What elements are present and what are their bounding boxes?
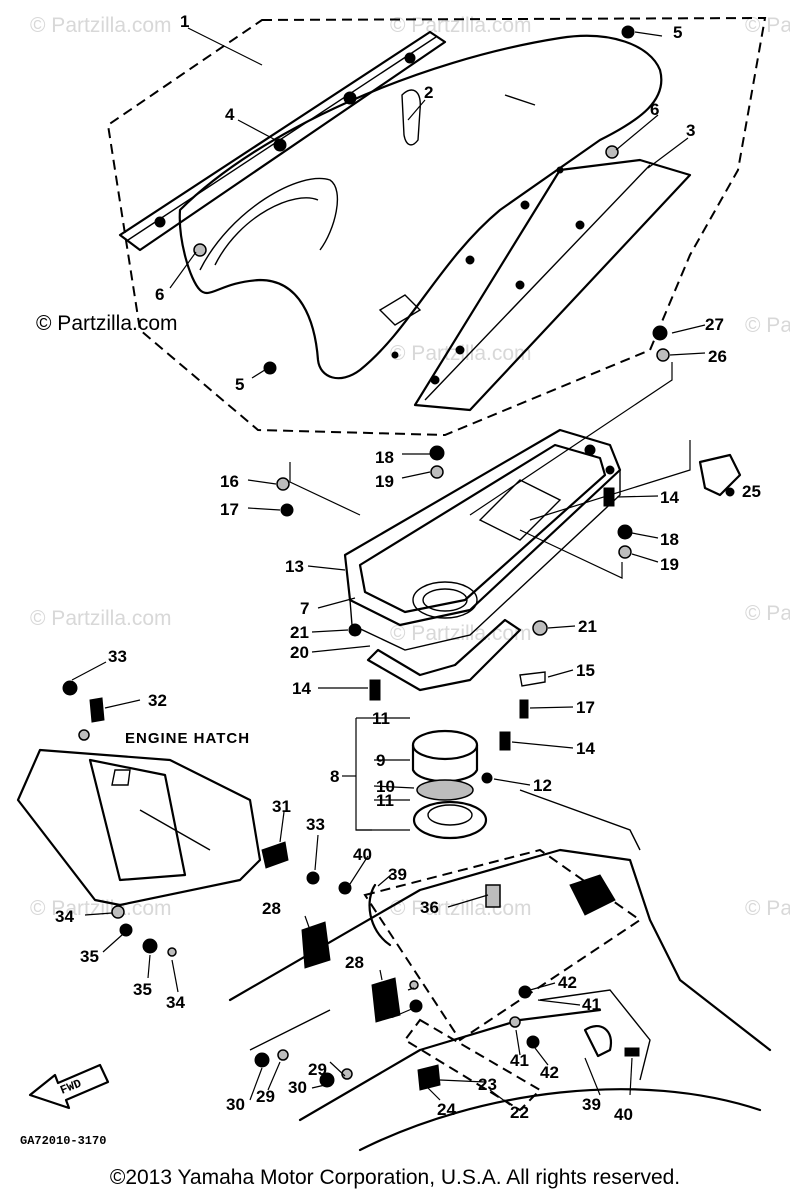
callout: 29 [308,1060,327,1079]
callout: 9 [376,751,385,770]
callout: 33 [108,647,127,666]
latch [698,453,742,497]
callout: 41 [510,1051,529,1070]
engine-hatch-label: ENGINE HATCH [125,730,250,747]
callout: 20 [290,643,309,662]
watermark: © Partzilla.com [745,897,790,920]
callout: 42 [540,1063,559,1082]
callout: 40 [614,1105,633,1124]
callout: 18 [375,448,394,467]
callout: 19 [660,555,679,574]
callout: 16 [220,472,239,491]
callout: 35 [133,980,152,999]
callout: 42 [558,973,577,992]
callout: 32 [148,691,167,710]
watermark: © Partzilla.com [745,314,790,337]
callout: 36 [420,898,439,917]
callout: 10 [376,777,395,796]
callout: 25 [742,482,761,501]
callout: 11 [372,709,390,728]
callout: 17 [576,698,595,717]
washer [605,145,619,159]
watermark-layer: © Partzilla.com © Partzilla.com © Partzi… [30,14,790,920]
watermark: © Partzilla.com [390,897,532,920]
callout: 29 [256,1087,275,1106]
trim-strip [118,30,447,252]
callout: 6 [155,285,164,304]
callout: 3 [686,121,695,140]
diagram-code: GA72010-3170 [20,1134,106,1148]
callout-labels: 1 2 3 4 5 5 6 6 27 26 18 19 16 17 14 25 … [55,12,761,1124]
callout: 22 [510,1103,529,1122]
callout: 6 [650,100,659,119]
callout: 14 [292,679,311,698]
callout: 38 [377,1003,396,1022]
washer [193,243,207,257]
callout: 2 [424,83,433,102]
callout: 31 [272,797,291,816]
callout: 23 [478,1075,497,1094]
watermark: © Partzilla.com [30,14,172,37]
seat-skirt [413,158,692,412]
callout: 28 [262,899,281,918]
callout: 34 [166,993,185,1012]
callout: 28 [345,953,364,972]
watermark-dark: © Partzilla.com [36,312,178,335]
callout: 27 [705,315,724,334]
watermark: © Partzilla.com [390,14,532,37]
watermark: © Partzilla.com [745,602,790,625]
callout: 39 [388,865,407,884]
callout: 30 [226,1095,245,1114]
callout: 11 [376,791,394,810]
lower-hardware [254,874,640,1091]
copyright-notice: ©2013 Yamaha Motor Corporation, U.S.A. A… [109,1166,681,1189]
callout: 34 [55,907,74,926]
callout: 21 [290,623,309,642]
screw [621,25,635,39]
callout: 13 [285,557,304,576]
gasket [366,618,522,692]
callout: 8 [330,767,339,786]
hatch-hardware [62,680,320,957]
callout: 17 [220,500,239,519]
callout: 5 [673,23,682,42]
callout: 40 [353,845,372,864]
callout: 18 [660,530,679,549]
watermark: © Partzilla.com [30,607,172,630]
callout: 37 [377,982,396,1001]
front-direction-arrow: FWD [28,1063,110,1110]
watermark: © Partzilla.com [390,622,532,645]
callout: 35 [80,947,99,966]
leader-lines [71,27,706,1106]
callout: 14 [660,488,679,507]
callout: 1 [180,12,189,31]
hull-deck [228,789,772,1152]
callout: 15 [576,661,595,680]
callout: 12 [533,776,552,795]
watermark: © Partzilla.com [745,14,790,37]
engine-hatch: ENGINE HATCH [16,730,262,907]
callout: 14 [576,739,595,758]
callout: 41 [582,995,601,1014]
screw [263,361,277,375]
callout: 5 [235,375,244,394]
callout: 7 [300,599,309,618]
callout: 24 [437,1100,456,1119]
callout: 19 [375,472,394,491]
callout: 39 [582,1095,601,1114]
callout: 21 [578,617,597,636]
cap-assembly [411,729,488,840]
fasteners [276,325,670,784]
callout: 33 [306,815,325,834]
seat-assembly-boundary [106,16,767,437]
callout: 26 [708,347,727,366]
seat-assembly [178,34,663,380]
callout: 4 [225,105,235,124]
callout: 30 [288,1078,307,1097]
